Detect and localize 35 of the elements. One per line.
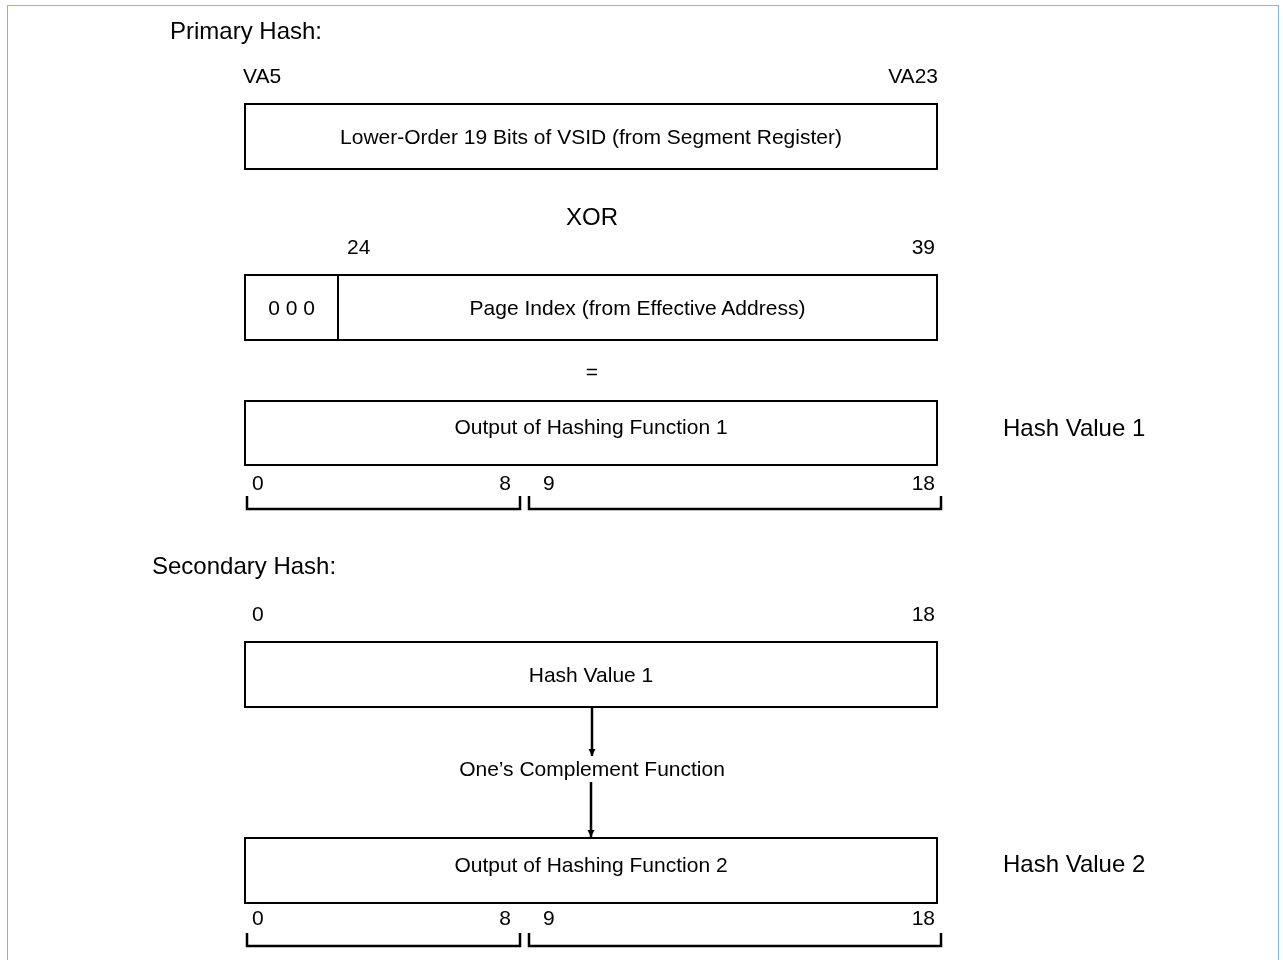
box-text: Output of Hashing Function 2 [454,852,728,877]
box-text: Hash Value 1 [528,662,654,687]
register-box [244,837,938,904]
bit-number: 0 [252,471,264,495]
register-box [244,641,938,708]
arrow [588,708,596,756]
section-heading: Primary Hash: [170,17,323,45]
arrow [587,782,595,837]
section-heading: Secondary Hash: [152,552,337,580]
hash-value-label: Hash Value 1 [1003,414,1146,442]
bit-number: 8 [499,906,511,930]
box-text: Page Index (from Effective Address) [469,295,806,320]
hash-value-label: Hash Value 2 [1003,850,1146,878]
function-label: One’s Complement Function [420,756,764,782]
register-box [244,274,339,341]
register-box [244,400,938,466]
bit-number: 9 [543,471,555,495]
register-box [244,103,938,170]
box-text: Lower-Order 19 Bits of VSID (from Segment Register) [340,124,842,149]
bit-label: VA23 [888,64,938,88]
bit-number: 39 [911,235,935,259]
bit-number: 0 [252,906,264,930]
bit-number: 9 [543,906,555,930]
box-text: 0 0 0 [268,295,315,320]
bit-number: 18 [911,906,935,930]
bit-number: 18 [911,602,935,626]
operator-label: XOR [566,203,618,231]
operator-label: = [585,360,599,384]
bit-number: 24 [347,235,371,259]
bit-number: 18 [911,471,935,495]
bit-number: 0 [252,602,264,626]
box-text: Output of Hashing Function 1 [454,415,728,439]
bit-label: VA5 [243,64,282,88]
bit-number: 8 [499,471,511,495]
register-box [337,274,938,341]
